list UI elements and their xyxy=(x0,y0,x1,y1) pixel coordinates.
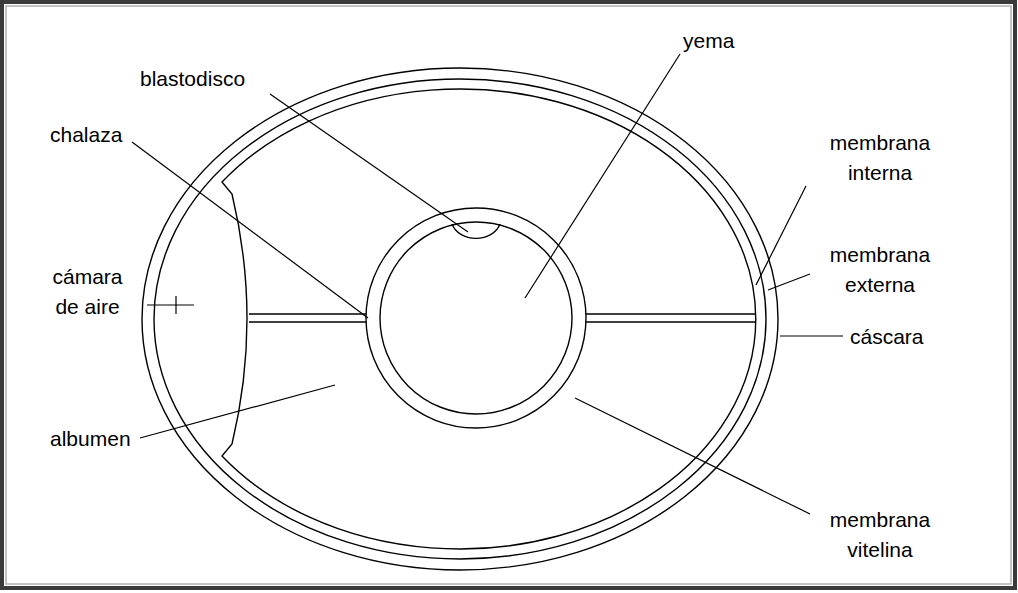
leader-line xyxy=(140,385,335,438)
leader-line xyxy=(768,274,810,290)
label-box: membrana vitelina xyxy=(815,505,945,565)
leader-line xyxy=(147,304,194,305)
leader-line xyxy=(132,142,368,318)
leader-line xyxy=(756,186,806,285)
part-label: blastodisco xyxy=(140,64,245,94)
chalaza-line xyxy=(586,321,755,322)
label-box: membrana externa xyxy=(815,240,945,300)
leader-line xyxy=(270,94,468,232)
label-box: cáscara xyxy=(850,322,924,352)
frame-inner xyxy=(6,6,1011,584)
yolk xyxy=(380,222,572,414)
chalaza-line xyxy=(249,313,366,314)
leader-line xyxy=(780,335,843,336)
leader-tick xyxy=(175,296,176,314)
outer-membrane xyxy=(154,79,766,559)
label-box: chalaza xyxy=(50,120,122,150)
part-label: membrana vitelina xyxy=(815,505,945,565)
label-box: albumen xyxy=(50,424,131,454)
part-label: membrana interna xyxy=(815,128,945,188)
part-label: cámara de aire xyxy=(45,262,130,322)
part-label: chalaza xyxy=(50,120,122,150)
leader-line xyxy=(575,398,810,514)
shell-outline xyxy=(142,68,778,570)
chalaza-line xyxy=(586,313,755,314)
part-label: cáscara xyxy=(850,322,924,352)
chalaza-line xyxy=(249,321,366,322)
part-label: albumen xyxy=(50,424,131,454)
label-box: blastodisco xyxy=(140,64,245,94)
label-box: cámara de aire xyxy=(45,262,130,322)
vitelline-membrane xyxy=(366,208,586,428)
part-label: membrana externa xyxy=(815,240,945,300)
label-box: membrana interna xyxy=(815,128,945,188)
leader-line xyxy=(525,54,680,298)
inner-membrane xyxy=(222,89,756,549)
label-box: yema xyxy=(683,26,734,56)
part-label: yema xyxy=(683,26,734,56)
